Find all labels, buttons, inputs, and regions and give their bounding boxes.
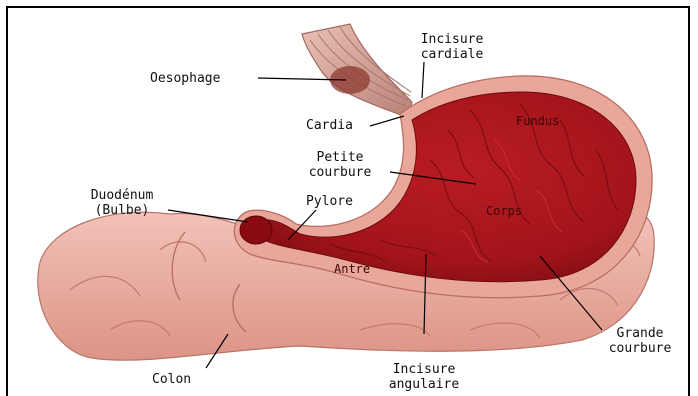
label-incisure-angulaire-line2: angulaire [378, 377, 470, 392]
label-incisure-cardiale-line1: Incisure [404, 32, 500, 47]
label-incisure-angulaire: Incisure angulaire [378, 362, 470, 392]
label-incisure-cardiale: Incisure cardiale [404, 32, 500, 62]
label-incisure-angulaire-line1: Incisure [378, 362, 470, 377]
label-pylore: Pylore [306, 194, 353, 209]
esophagus-shape [302, 24, 412, 118]
label-cardia: Cardia [306, 118, 353, 133]
label-petite-courbure-line1: Petite [300, 150, 380, 165]
label-fundus: Fundus [516, 114, 559, 128]
label-grande-courbure-line2: courbure [594, 341, 686, 356]
label-duodenum: Duodénum (Bulbe) [76, 188, 168, 218]
label-antre: Antre [334, 262, 370, 276]
label-incisure-cardiale-line2: cardiale [404, 47, 500, 62]
label-petite-courbure-line2: courbure [300, 165, 380, 180]
label-colon: Colon [152, 372, 191, 387]
label-duodenum-line1: Duodénum [76, 188, 168, 203]
label-grande-courbure: Grande courbure [594, 326, 686, 356]
stomach-shape [234, 76, 652, 298]
label-grande-courbure-line1: Grande [594, 326, 686, 341]
label-petite-courbure: Petite courbure [300, 150, 380, 180]
label-duodenum-line2: (Bulbe) [76, 203, 168, 218]
pointer-cardia [370, 116, 404, 126]
pointer-incisure-cardiale [422, 62, 424, 98]
label-oesophage: Oesophage [150, 71, 220, 86]
label-corps: Corps [486, 204, 522, 218]
